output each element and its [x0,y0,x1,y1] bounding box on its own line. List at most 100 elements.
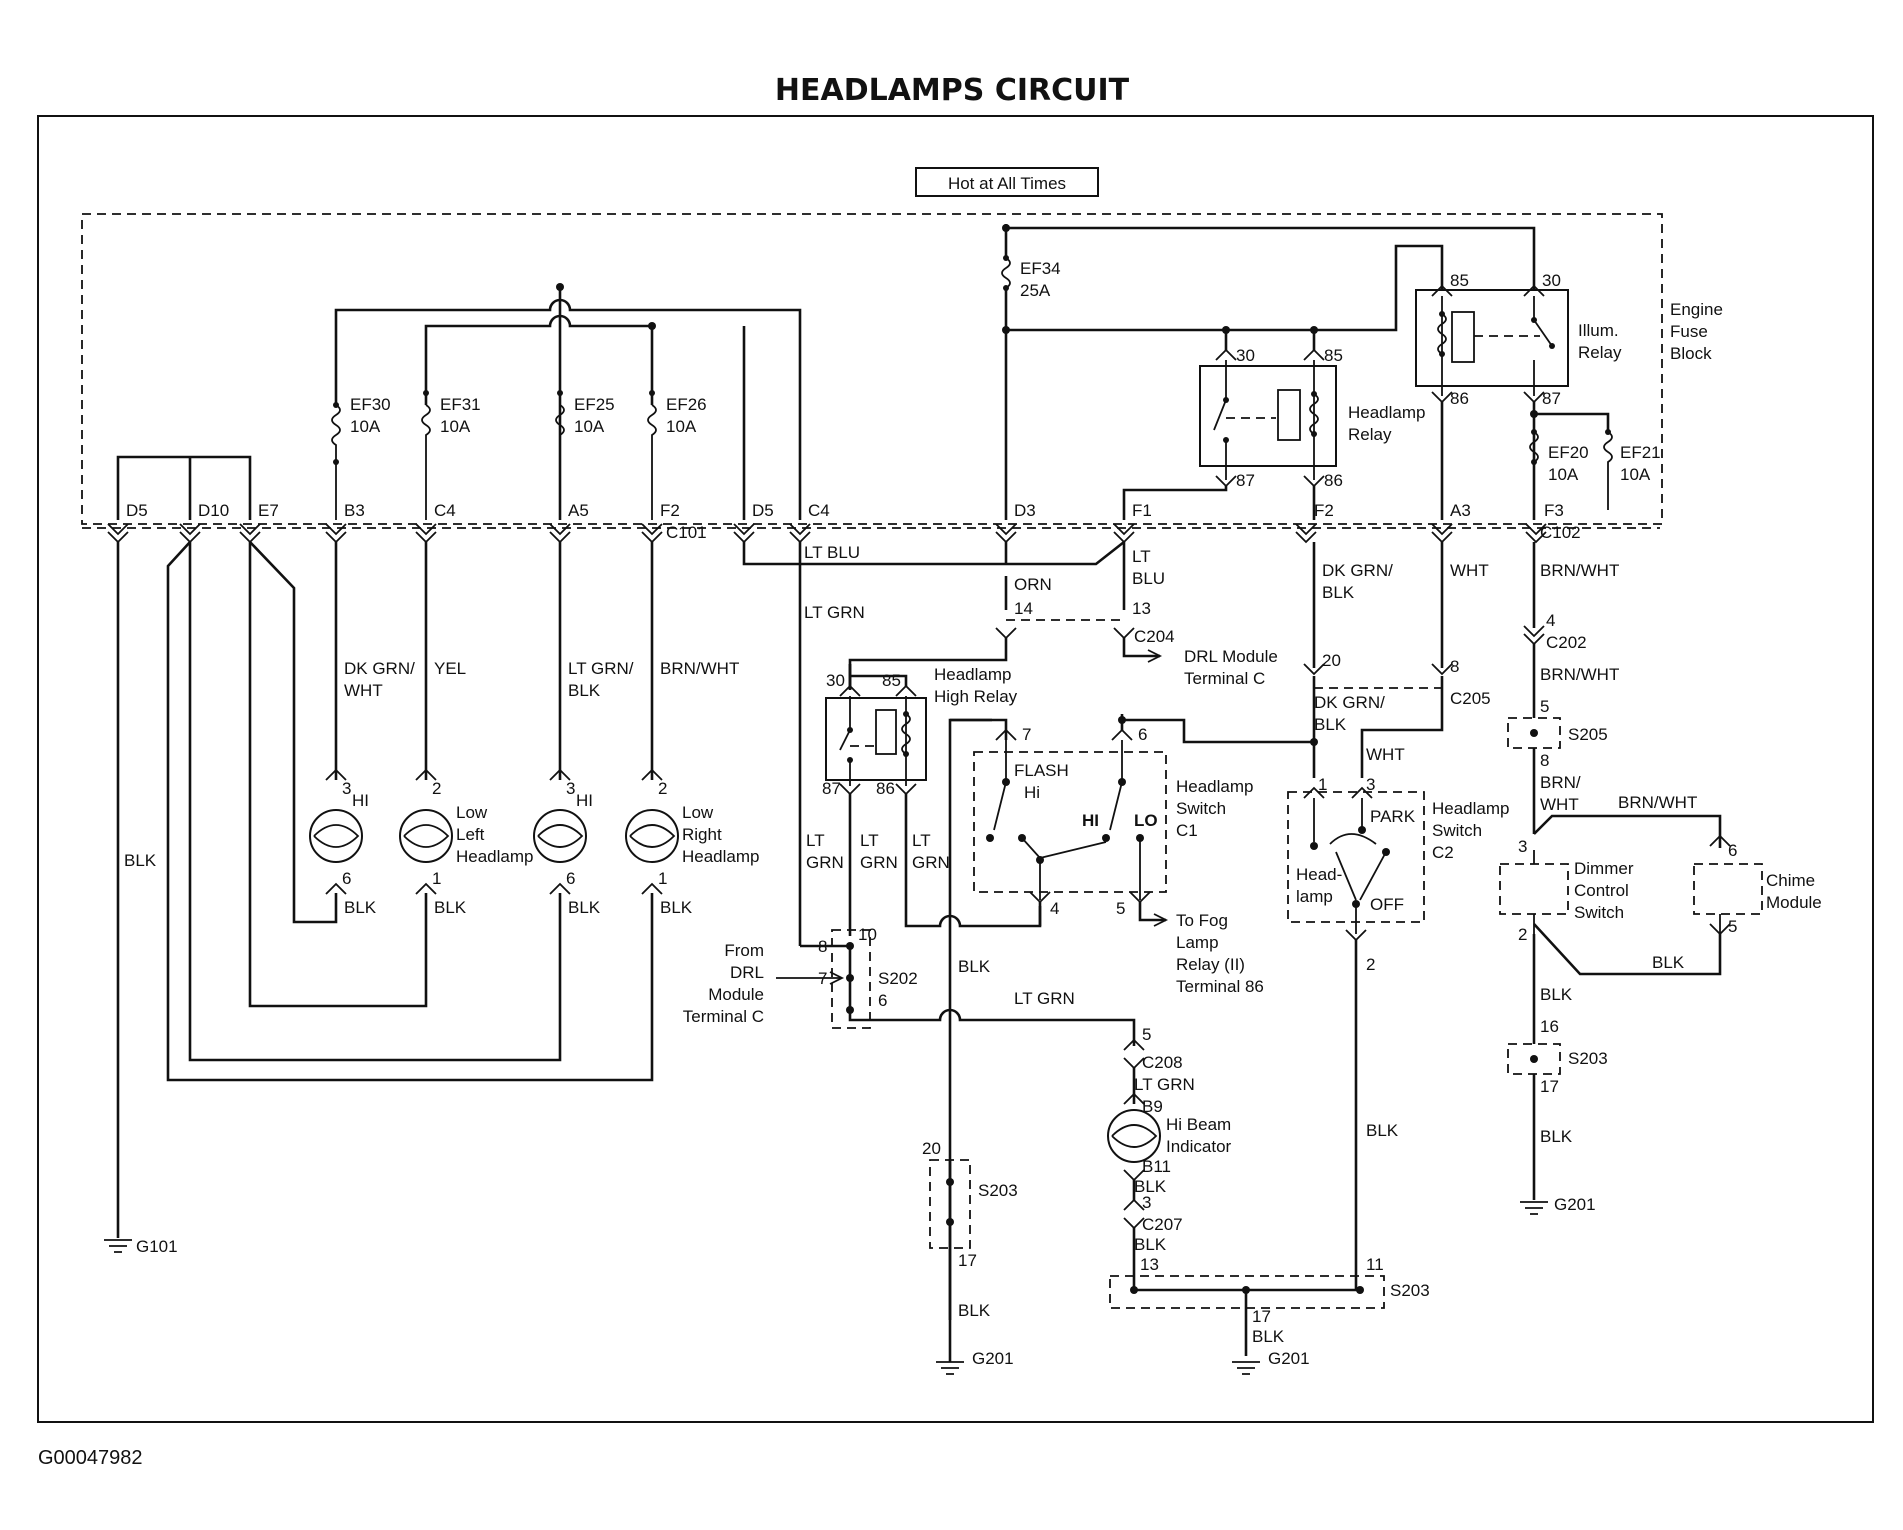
engine-fuse-block-outline [81,213,1663,525]
switch-c2-off: OFF [1370,895,1404,914]
hi-beam-label-1: Hi Beam [1166,1115,1231,1134]
switch-c2-label-2: Switch [1432,821,1482,840]
pin-hi-right-top: 3 [566,779,575,798]
headlamp-high-relay [825,664,927,796]
high-relay-pin-85: 85 [882,671,901,690]
switch-c2-park: PARK [1370,807,1416,826]
c208-pin-5: 5 [1142,1025,1151,1044]
fuse-ef21-label-2: 10A [1620,465,1651,484]
wire-color-blk-b11: BLK [1134,1177,1167,1196]
drl-in-label-4: Terminal C [683,1007,764,1026]
splice-s203-bottom-label: S203 [1390,1281,1430,1300]
pin-hi-left-bottom: 6 [342,869,351,888]
wire-color-blk-lo-right: BLK [660,898,693,917]
s205-pin-8: 8 [1540,751,1549,770]
pin-f3: F3 [1544,501,1564,520]
wire-color-ltgrn-blk-2: BLK [568,681,601,700]
ground-g201-left-label: G201 [972,1349,1014,1368]
s203-bottom-pin-13: 13 [1140,1255,1159,1274]
s203-left-pin-17: 17 [958,1251,977,1270]
switch-c1-label-2: Switch [1176,799,1226,818]
switch-c2-headlamp-2: lamp [1296,887,1333,906]
fog-out-label-2: Lamp [1176,933,1219,952]
wire-color-brn-wht-f3: BRN/WHT [1540,561,1619,580]
pin-lo-right-bottom: 1 [658,869,667,888]
s203-left-pin-20: 20 [922,1139,941,1158]
ground-g201-bottom-label: G201 [1268,1349,1310,1368]
c207-pin-3: 3 [1142,1193,1151,1212]
pin-e7: E7 [258,501,279,520]
left-feed-wiring [116,283,802,520]
pin-f2-right: F2 [1314,501,1334,520]
connector-c102: C102 [1540,523,1581,542]
splice-s203-bottom [1109,1275,1385,1375]
hot-at-all-times-box [915,167,1099,197]
fog-out-label-3: Relay (II) [1176,955,1245,974]
wire-color-blk-s203-right: BLK [1540,985,1573,1004]
wire-color-blk-bottom: BLK [1252,1327,1285,1346]
splice-s203-right: S203 [1568,1049,1608,1068]
switch-c2-pin-2: 2 [1366,955,1375,974]
illum-relay-label-1: Illum. [1578,321,1619,340]
wire-color-brn-wht-chime: BRN/WHT [1618,793,1697,812]
splice-s205: S205 [1568,725,1608,744]
pin-c4-right: C4 [808,501,830,520]
switch-c2-feed-wiring [1303,542,1453,778]
fuse-ef26-label: EF26 10A [666,395,707,436]
switch-c2-label-1: Headlamp [1432,799,1510,818]
s202-pin-6: 6 [878,991,887,1010]
pin-d5-left: D5 [126,501,148,520]
wire-color-dkgrn-blk-c205-1: DK GRN/ [1314,693,1385,712]
drl-in-label-2: DRL [730,963,764,982]
pin-f2-left: F2 [660,501,680,520]
pin-d10: D10 [198,501,229,520]
pin-f1: F1 [1132,501,1152,520]
wire-color-lt-grn-87-2: GRN [806,853,844,872]
pin-b11: B11 [1142,1157,1171,1176]
illum-relay-pin-30: 30 [1542,271,1561,290]
switch-c2-pin-1: 1 [1318,775,1327,794]
pin-lo-left-bottom: 1 [432,869,441,888]
connector-c202: C202 [1546,633,1587,652]
headlamp-left-high [309,768,363,895]
headlamp-relay-label-1: Headlamp [1348,403,1426,422]
pin-lo-left-top: 2 [432,779,441,798]
c205-pin-20: 20 [1322,651,1341,670]
switch-c2-pin-3: 3 [1366,775,1375,794]
label-lo-left-1: Low [456,803,488,822]
left-lamp-wiring [116,541,654,1238]
wire-color-lt-grn-d5: LT GRN [804,603,865,622]
high-relay-output-wiring [776,718,1136,1320]
c205-pin-8: 8 [1450,657,1459,676]
pin-d3: D3 [1014,501,1036,520]
headlamp-right-high [533,768,587,895]
drl-in-label-3: Module [708,985,764,1004]
chime-pin-5: 5 [1728,917,1737,936]
chime-pin-6: 6 [1728,841,1737,860]
switch-c1-pin-6: 6 [1138,725,1147,744]
headlamp-switch-c1 [973,714,1314,927]
switch-c2-headlamp-1: Head- [1296,865,1342,884]
c204-pin-13: 13 [1132,599,1151,618]
illum-relay-label-2: Relay [1578,343,1622,362]
wire-color-dkgrn-blk-c205-2: BLK [1314,715,1347,734]
pin-a5: A5 [568,501,589,520]
engine-fuse-block-label-1: Engine [1670,300,1723,319]
engine-fuse-block-label-3: Block [1670,344,1712,363]
connector-c208: C208 [1142,1053,1183,1072]
connector-c204: C204 [1134,627,1175,646]
high-relay-pin-30: 30 [826,671,845,690]
wire-color-blk-hi-left: BLK [344,898,377,917]
headlamp-right-low [625,768,679,895]
high-relay-label-2: High Relay [934,687,1018,706]
hi-beam-indicator-wiring [1107,1038,1161,1290]
wire-color-lt-blu-f1-2: BLU [1132,569,1165,588]
pin-b3: B3 [344,501,365,520]
label-lo-right-3: Headlamp [682,847,760,866]
s203-bottom-pin-17: 17 [1252,1307,1271,1326]
label-lo-left-2: Left [456,825,485,844]
label-lo-right-2: Right [682,825,722,844]
wire-color-blk-hi-right: BLK [568,898,601,917]
wire-color-lt-blu: LT BLU [804,543,860,562]
headlamp-relay-pin-85: 85 [1324,346,1343,365]
